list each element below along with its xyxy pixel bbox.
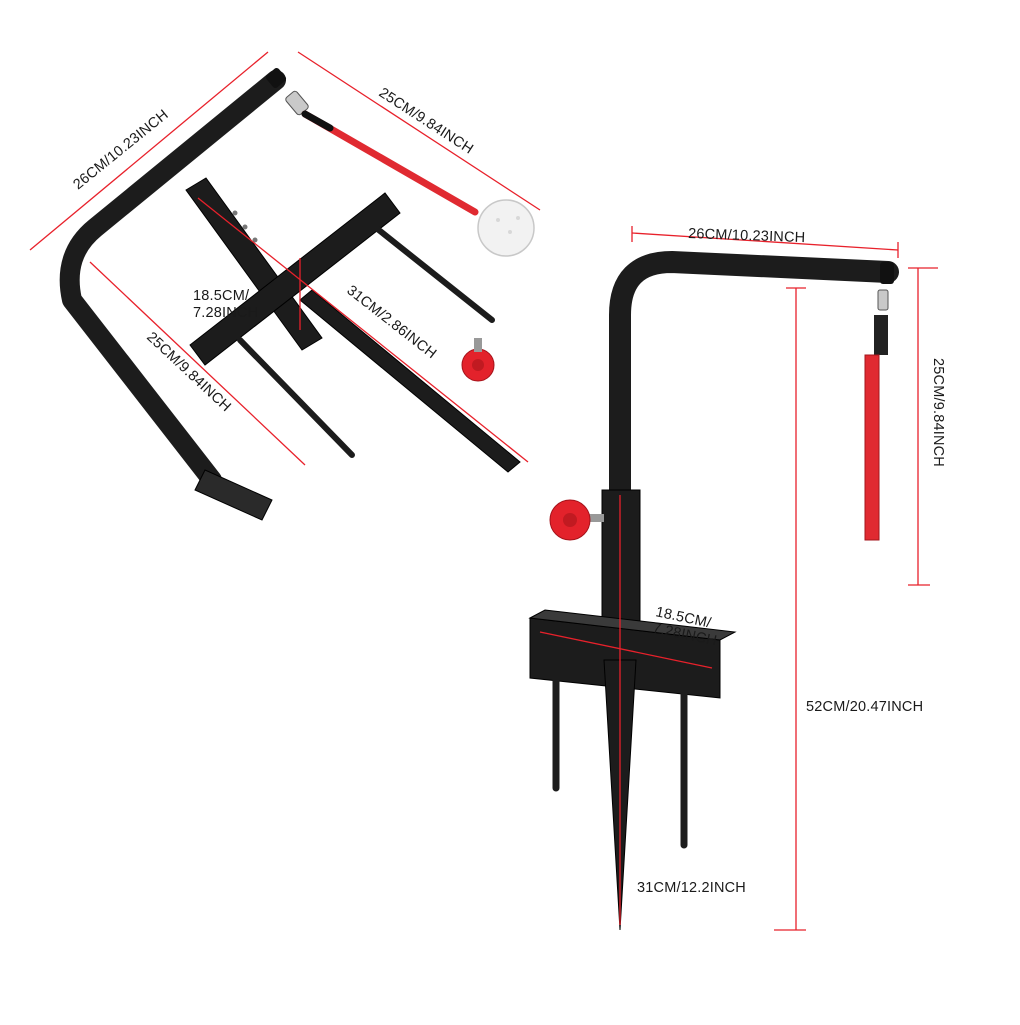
left-rod-dim-line — [297, 51, 541, 211]
right-height-label: 52CM/20.47INCH — [806, 699, 923, 715]
right-rod-label: 25CM/9.84INCH — [930, 358, 946, 467]
left-bent-arm — [59, 70, 286, 490]
left-red-knob — [461, 338, 495, 382]
left-base-length-dim-line — [197, 197, 529, 463]
right-spike-label: 31CM/12.2INCH — [637, 880, 746, 896]
left-view: 26CM/10.23INCH 25CM/9.84INCH 25CM/9.84IN… — [29, 51, 541, 521]
right-view: 26CM/10.23INCH 25CM/9.84INCH 18.5CM/ 7.2… — [528, 226, 946, 931]
right-top-arm-label: 26CM/10.23INCH — [688, 226, 806, 246]
left-cross-base — [185, 177, 521, 473]
right-arm-end-cap — [880, 262, 894, 284]
left-bottom-arm-dim-line — [89, 261, 306, 466]
left-base-width-label-line1: 18.5CM/ — [193, 288, 250, 304]
left-arm-end-cap — [265, 67, 287, 89]
right-hanging-rod — [864, 289, 889, 541]
left-base-length-label: 31CM/2.86INCH — [344, 283, 440, 363]
left-base-width-label-line2: 7.28INCH — [193, 305, 258, 321]
right-red-knob — [549, 499, 604, 541]
right-base-width-dim-line — [539, 631, 713, 669]
right-top-arm-dim-line — [631, 232, 899, 251]
golf-ball — [477, 199, 535, 257]
right-pole-and-arm — [609, 251, 899, 506]
left-arm-end-tube — [194, 469, 273, 521]
left-rod-label: 25CM/9.84INCH — [376, 85, 476, 158]
left-swing-rod — [285, 90, 535, 257]
left-top-arm-dim-line — [29, 51, 269, 251]
